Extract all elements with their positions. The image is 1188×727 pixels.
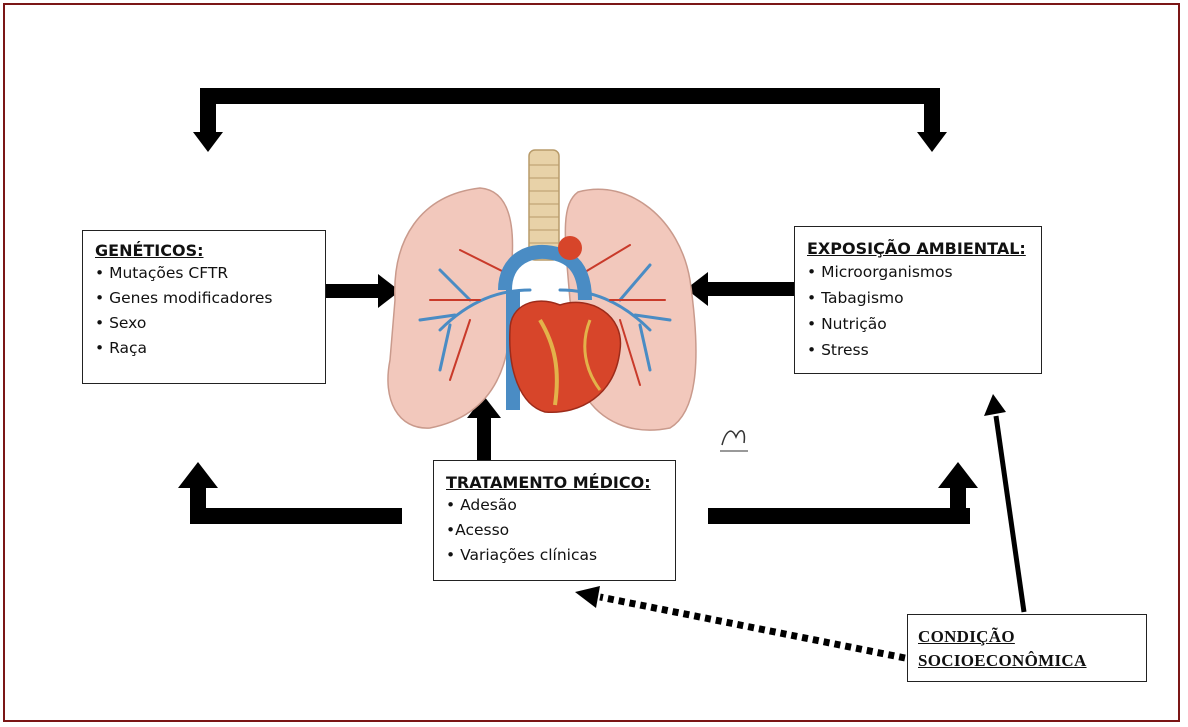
treatment-title: TRATAMENTO MÉDICO: bbox=[446, 473, 675, 493]
environment-box: EXPOSIÇÃO AMBIENTAL: • Microorganismos •… bbox=[794, 226, 1042, 374]
environment-item: • Stress bbox=[807, 337, 1041, 363]
illustrator-signature bbox=[720, 431, 748, 451]
genetic-title: GENÉTICOS: bbox=[95, 241, 325, 261]
treatment-item: • Variações clínicas bbox=[446, 543, 675, 568]
genetic-to-lungs-arrow bbox=[326, 274, 400, 308]
treatment-item: •Acesso bbox=[446, 518, 675, 543]
environment-item: • Tabagismo bbox=[807, 285, 1041, 311]
environment-item: • Nutrição bbox=[807, 311, 1041, 337]
genetic-item: • Raça bbox=[95, 336, 325, 361]
environment-title: EXPOSIÇÃO AMBIENTAL: bbox=[807, 239, 1041, 259]
socioeconomic-to-environment-arrow bbox=[984, 394, 1024, 612]
top-bracket-arrow bbox=[193, 88, 947, 152]
socioeconomic-title-line1: CONDIÇÃO bbox=[918, 625, 1146, 649]
left-lung bbox=[388, 188, 513, 428]
genetic-box: GENÉTICOS: • Mutações CFTR • Genes modif… bbox=[82, 230, 326, 384]
treatment-box: TRATAMENTO MÉDICO: • Adesão •Acesso • Va… bbox=[433, 460, 676, 581]
socioeconomic-title-line2: SOCIOECONÔMICA bbox=[918, 649, 1146, 673]
genetic-item: • Sexo bbox=[95, 311, 325, 336]
socioeconomic-to-treatment-arrow bbox=[575, 586, 905, 658]
socioeconomic-box: CONDIÇÃO SOCIOECONÔMICA bbox=[907, 614, 1147, 682]
lungs-heart-illustration bbox=[388, 150, 748, 451]
environment-to-lungs-arrow bbox=[686, 272, 794, 306]
treatment-item: • Adesão bbox=[446, 493, 675, 518]
genetic-item: • Mutações CFTR bbox=[95, 261, 325, 286]
treatment-to-environment-arrow bbox=[708, 462, 978, 524]
genetic-item: • Genes modificadores bbox=[95, 286, 325, 311]
treatment-to-genetic-arrow bbox=[178, 462, 402, 524]
environment-item: • Microorganismos bbox=[807, 259, 1041, 285]
